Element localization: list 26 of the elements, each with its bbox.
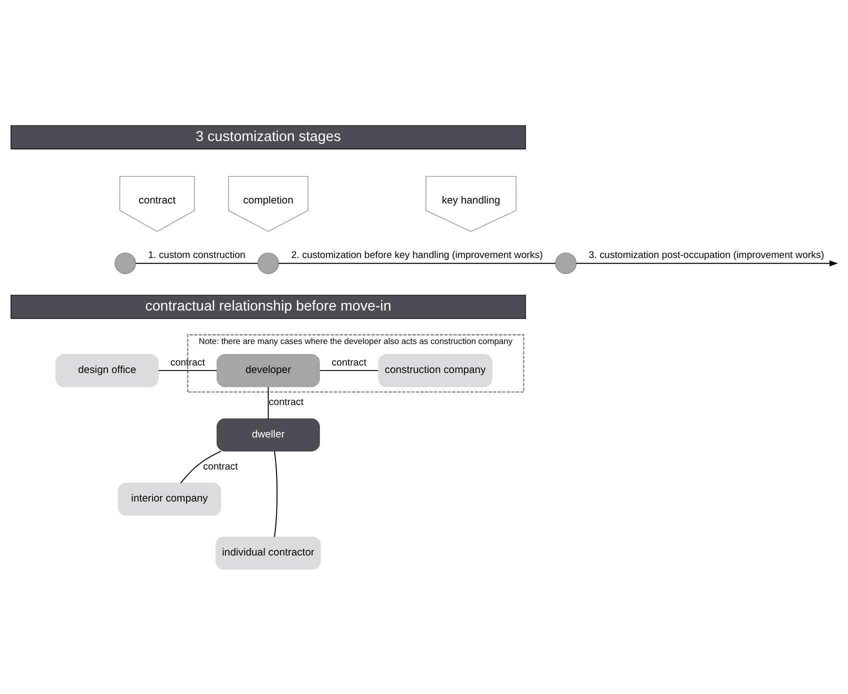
node-circle (555, 252, 577, 274)
connector (278, 262, 556, 264)
node-box: interior company (118, 482, 222, 516)
node-circle (114, 252, 136, 274)
node-box: dweller (216, 418, 320, 451)
node-box: 3 customization stages (10, 124, 526, 149)
node-box: individual contractor (216, 536, 321, 570)
edge-label: 2. customization before key handling (improvement works) (291, 250, 543, 261)
node-box: contractual relationship before move-in (10, 294, 526, 318)
node-box: developer (216, 354, 320, 387)
edge-label: contract (268, 396, 304, 408)
edge-label: contract (203, 460, 238, 472)
edge-label: contract (332, 356, 366, 368)
node-circle (258, 252, 279, 274)
connector (180, 450, 222, 483)
arrow (576, 260, 838, 266)
node-box: construction company (378, 354, 492, 387)
connector (319, 370, 379, 371)
edge-label: 3. customization post-occupation (improvement works) (588, 250, 824, 261)
connector (158, 370, 218, 371)
connector (268, 386, 269, 419)
connector (135, 262, 258, 264)
edge-label: 1. custom construction (148, 250, 246, 261)
node-box: design office (55, 354, 159, 387)
connector (274, 450, 278, 537)
edge-label: contract (170, 356, 206, 368)
